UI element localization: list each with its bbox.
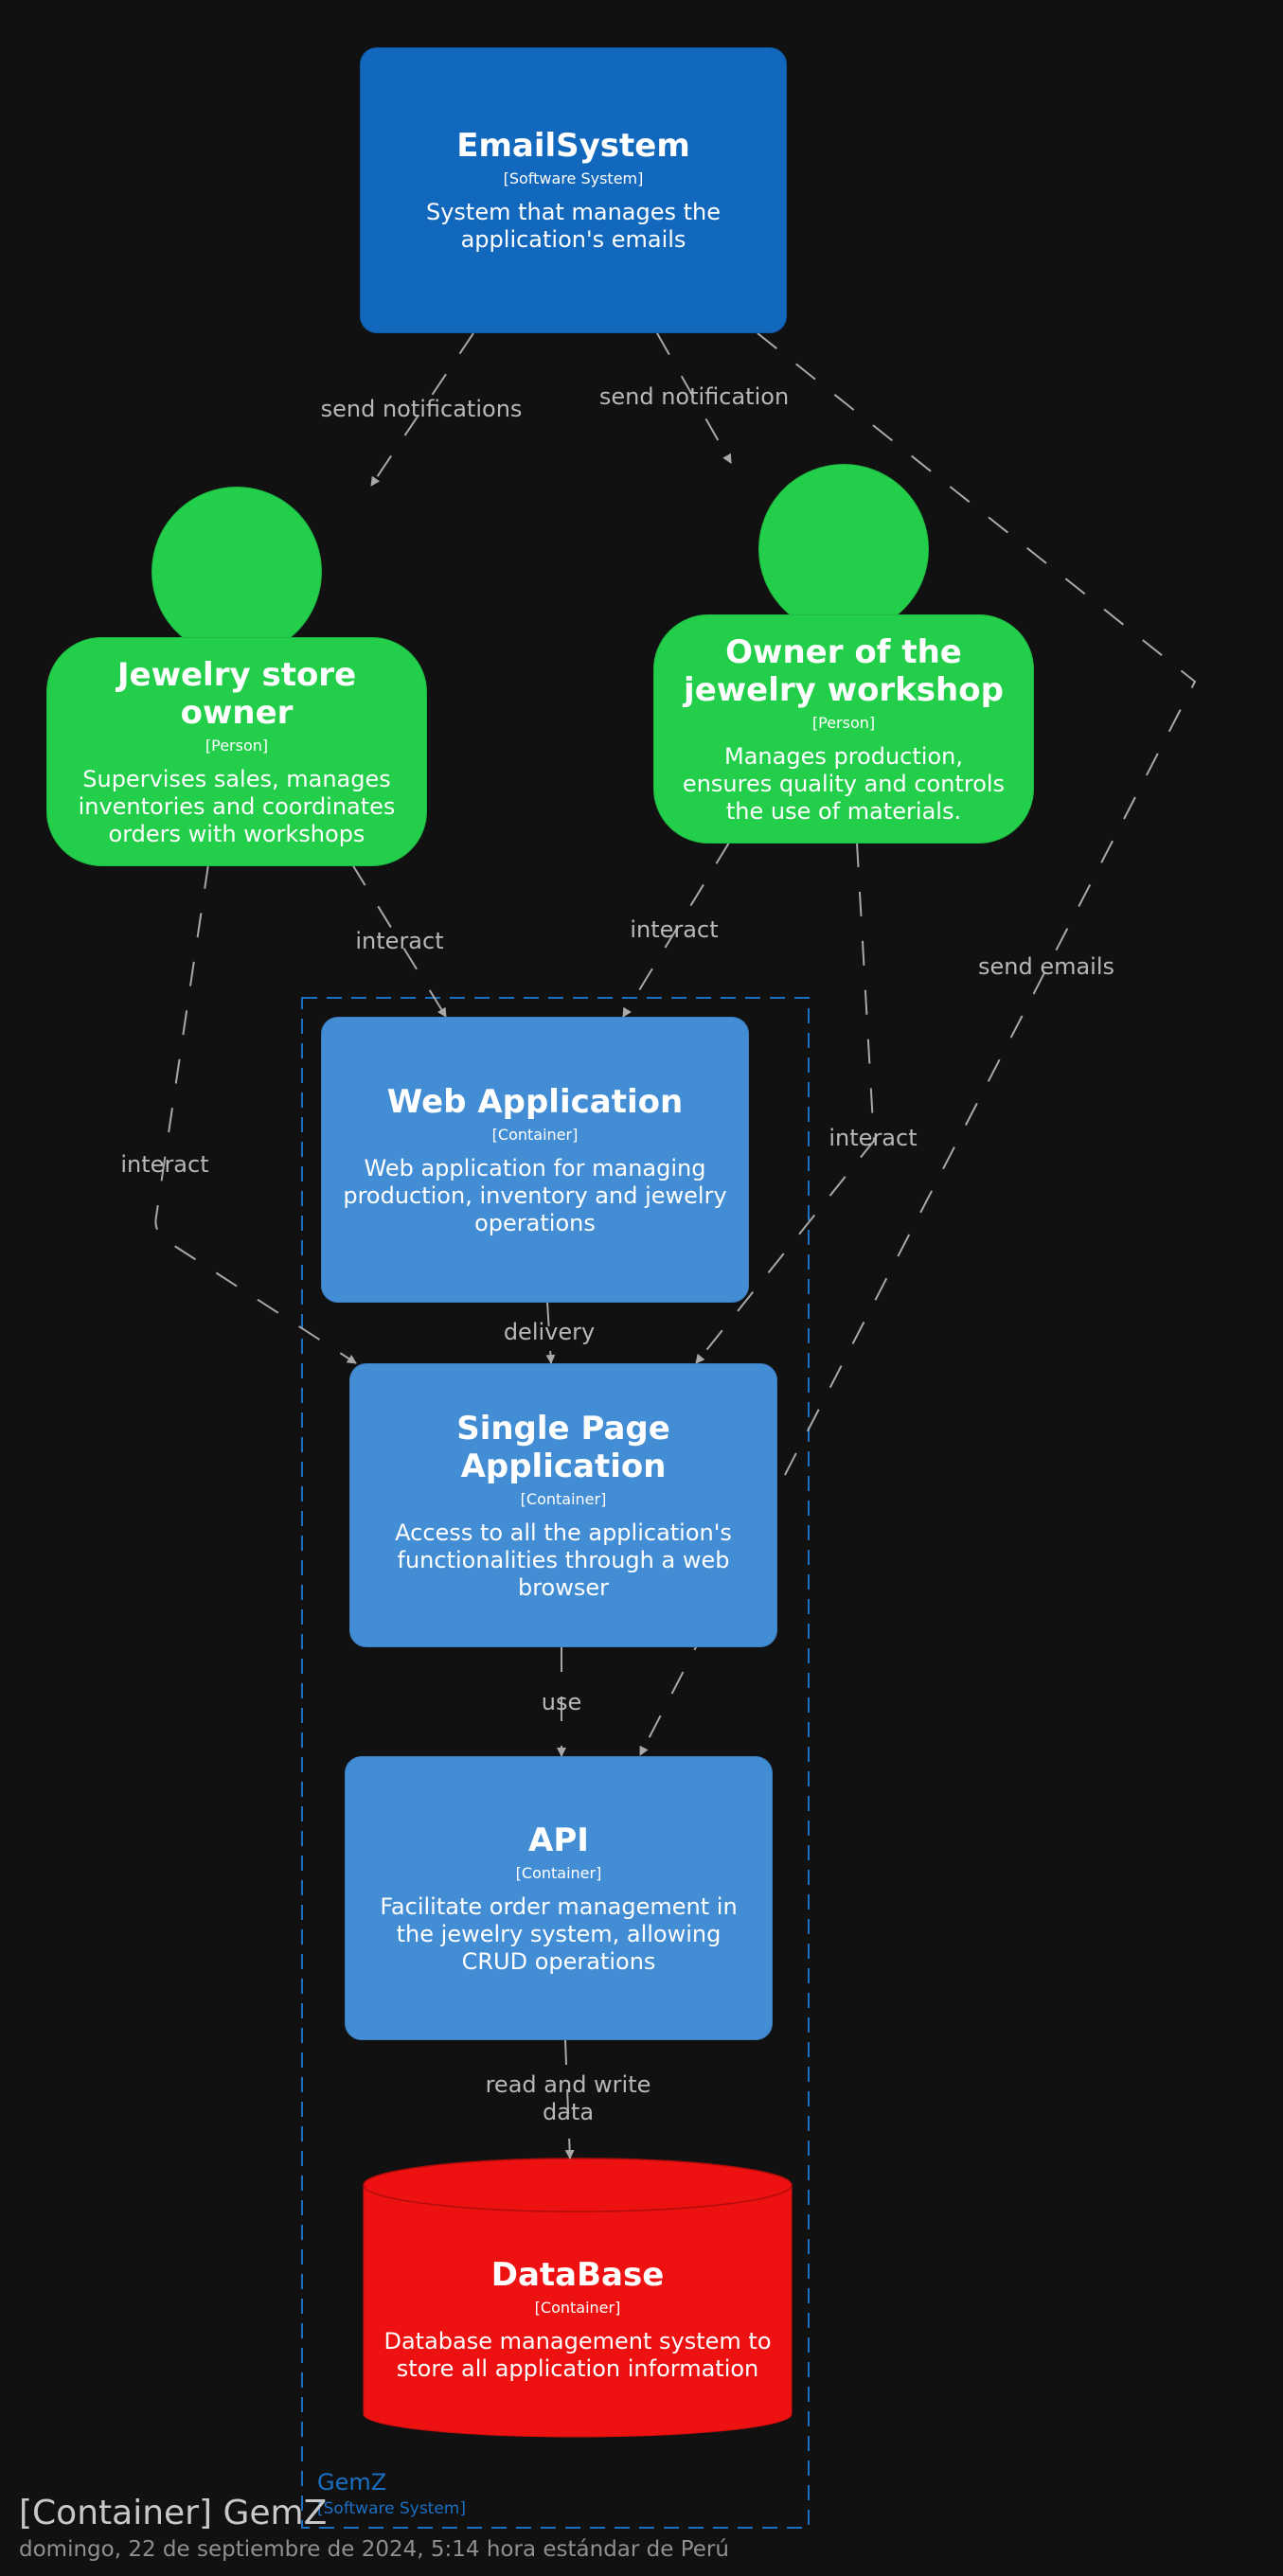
email-system-description: System that manages the application's em… xyxy=(425,199,721,253)
store-owner-body: Jewelry store owner [Person] Supervises … xyxy=(46,637,427,866)
workshop-owner-description: Manages production, ensures quality and … xyxy=(682,742,1006,825)
edge-label-send-emails: send emails xyxy=(977,953,1115,980)
spa-description: Access to all the application's function… xyxy=(395,1519,732,1601)
workshop-owner-head xyxy=(758,464,929,634)
edge-label-interact-workshop-web: interact xyxy=(630,916,719,943)
edge-label-send-notification: send notification xyxy=(598,383,790,410)
email-system-node[interactable]: EmailSystem [Software System] System tha… xyxy=(360,47,787,333)
edge-label-interact-store-web: interact xyxy=(355,928,444,954)
web-application-title: Web Application xyxy=(386,1082,684,1121)
edge-interact-store-spa xyxy=(154,863,357,1364)
boundary-stereotype: [Software System] xyxy=(317,2499,467,2518)
workshop-owner-body: Owner of the jewelry workshop [Person] M… xyxy=(653,614,1034,844)
workshop-owner-stereotype: [Person] xyxy=(811,713,876,732)
web-application-stereotype: [Container] xyxy=(491,1125,579,1144)
database-node[interactable]: DataBase [Container] Database management… xyxy=(364,2244,792,2395)
web-application-description: Web application for managing production,… xyxy=(343,1154,727,1236)
email-system-title: EmailSystem xyxy=(456,127,690,165)
boundary-title: GemZ xyxy=(317,2469,387,2496)
edge-interact-store-web xyxy=(351,863,447,1018)
email-system-stereotype: [Software System] xyxy=(503,169,644,187)
database-title: DataBase xyxy=(490,2256,665,2294)
api-node[interactable]: API [Container] Facilitate order managem… xyxy=(345,1756,773,2040)
edge-send-notifications xyxy=(370,332,474,487)
edge-label-use: use xyxy=(541,1689,582,1715)
edge-read-write xyxy=(564,2039,575,2159)
store-owner-title: Jewelry store owner xyxy=(116,655,357,732)
edge-interact-workshop-web xyxy=(622,842,730,1018)
edge-delivery xyxy=(545,1301,556,1364)
gemz-boundary xyxy=(301,997,810,2529)
page-title: [Container] GemZ xyxy=(19,2494,328,2532)
edge-label-interact-store-spa: interact xyxy=(120,1151,209,1178)
store-owner-description: Supervises sales, manages inventories an… xyxy=(78,765,396,847)
store-owner-stereotype: [Person] xyxy=(205,736,269,755)
database-cylinder[interactable] xyxy=(363,2158,793,2438)
edge-label-send-notifications: send notifications xyxy=(320,396,523,422)
spa-node[interactable]: Single Page Application [Container] Acce… xyxy=(349,1363,777,1647)
store-owner-head xyxy=(151,487,322,657)
spa-stereotype: [Container] xyxy=(520,1489,607,1508)
database-stereotype: [Container] xyxy=(534,2299,621,2317)
web-application-node[interactable]: Web Application [Container] Web applicat… xyxy=(321,1017,749,1303)
edge-label-interact-workshop-spa: interact xyxy=(829,1125,918,1151)
edge-interact-workshop-spa xyxy=(695,842,876,1364)
edge-label-delivery: delivery xyxy=(503,1319,596,1345)
edge-send-emails xyxy=(639,332,1197,1756)
page-subtitle: domingo, 22 de septiembre de 2024, 5:14 … xyxy=(19,2537,729,2562)
edge-label-read-write: read and write data xyxy=(485,2071,651,2125)
workshop-owner-title: Owner of the jewelry workshop xyxy=(684,632,1004,709)
spa-title: Single Page Application xyxy=(456,1409,670,1485)
api-stereotype: [Container] xyxy=(515,1863,602,1882)
api-title: API xyxy=(528,1821,589,1859)
api-description: Facilitate order management in the jewel… xyxy=(380,1892,738,1975)
database-description: Database management system to store all … xyxy=(383,2328,772,2382)
